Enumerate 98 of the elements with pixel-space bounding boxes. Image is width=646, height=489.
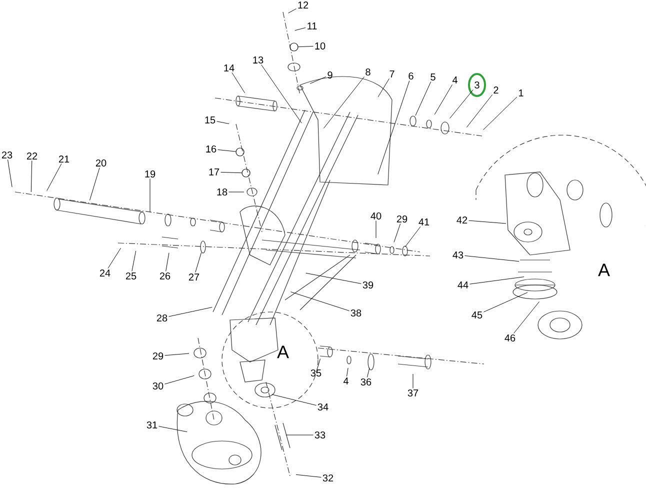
leader-line (484, 292, 528, 312)
callout-number: 38 (350, 309, 362, 317)
callout-number: 34 (318, 403, 328, 411)
leader-line (30, 160, 32, 192)
leader-line (412, 374, 414, 388)
leader-line (450, 89, 474, 119)
callout-number: 8 (366, 68, 370, 76)
callout-number: 1 (519, 90, 524, 96)
callout-number: 25 (126, 272, 136, 280)
leader-line (288, 8, 296, 14)
leader-line (261, 64, 302, 124)
leader-line (218, 149, 236, 152)
leader-line (290, 292, 350, 312)
washer (236, 148, 244, 156)
callout-number: 16 (206, 145, 216, 153)
leader-line (108, 248, 122, 269)
callout-number: 33 (314, 431, 326, 439)
leader-line (195, 252, 202, 273)
leader-line (468, 220, 506, 224)
callout-number: 24 (100, 270, 110, 276)
leader-line (378, 80, 410, 175)
callout-number: 46 (504, 334, 516, 342)
callout-number: 4 (452, 76, 458, 84)
callout-number: 9 (328, 71, 332, 79)
leader-line (286, 434, 314, 436)
leader-line (90, 167, 100, 200)
callout-number: 19 (145, 170, 156, 178)
callout-number: 28 (156, 314, 168, 322)
view-letter: A (277, 346, 289, 358)
leader-line (296, 474, 322, 478)
callout-number: 15 (205, 116, 216, 124)
callout-number: 26 (160, 272, 170, 280)
leader-line (158, 426, 188, 432)
leader-line (346, 368, 348, 377)
callout-number: 10 (315, 42, 326, 50)
washer (242, 168, 250, 178)
leader-line (306, 272, 362, 284)
leader-line (164, 353, 190, 356)
callout-number: 32 (322, 474, 334, 482)
callout-number: 41 (418, 218, 430, 226)
callout-number: 5 (430, 74, 436, 80)
leader-line (466, 94, 493, 128)
leader-line (232, 72, 246, 94)
leader-line (394, 223, 401, 243)
callout-number: 44 (458, 282, 468, 288)
leader-line (272, 394, 316, 406)
leader-line (294, 27, 306, 31)
callout-number: 35 (310, 369, 322, 377)
leader-line (378, 78, 390, 98)
leader-line (220, 172, 242, 174)
leader-line (164, 375, 194, 384)
callout-number: 2 (494, 86, 498, 94)
callout-number: 14 (224, 64, 234, 72)
callout-number: 17 (209, 168, 220, 176)
leader-line (514, 301, 540, 334)
view-letter: A (598, 264, 610, 276)
callout-number: 40 (370, 212, 382, 220)
leader-line (434, 84, 452, 115)
leader-line (366, 368, 370, 378)
callout-number: 27 (188, 274, 200, 280)
callout-number: 39 (362, 281, 374, 289)
callout-number: 11 (308, 22, 317, 30)
leader-line (46, 163, 62, 191)
callout-number: 7 (390, 70, 394, 78)
callout-number: 18 (217, 188, 228, 196)
leader-line (470, 276, 524, 284)
callout-number: 4 (343, 378, 348, 384)
leader-line (298, 46, 314, 48)
washer (290, 42, 298, 52)
callout-number: 23 (2, 151, 12, 159)
callout-number: 42 (456, 216, 468, 224)
callout-number: 36 (360, 378, 372, 386)
leader-line (317, 358, 321, 368)
callout-number: 13 (253, 56, 264, 64)
leader-line (464, 255, 520, 262)
leader-line (404, 226, 421, 248)
callout-number: 31 (146, 421, 158, 429)
leader-line (310, 76, 326, 84)
callout-number: 20 (96, 159, 106, 167)
leader-line (216, 121, 230, 124)
leader-line (323, 76, 365, 129)
callout-number: 6 (408, 72, 414, 80)
callout-number: 43 (452, 251, 464, 259)
leader-line (132, 250, 136, 272)
callout-number: 12 (298, 2, 308, 8)
callout-number: 30 (152, 382, 164, 390)
callout-number: 22 (26, 152, 38, 160)
leader-line (168, 307, 212, 317)
callout-number: 29 (152, 352, 164, 360)
leader-line (166, 252, 170, 272)
leader-line (483, 96, 518, 130)
leader-line (415, 81, 432, 116)
callout-number: 37 (408, 389, 418, 397)
callout-number: 3 (474, 81, 480, 89)
leader-line (8, 159, 12, 188)
callout-number: 29 (396, 215, 408, 223)
callout-number: 21 (58, 156, 70, 162)
callout-number: 45 (472, 312, 482, 318)
